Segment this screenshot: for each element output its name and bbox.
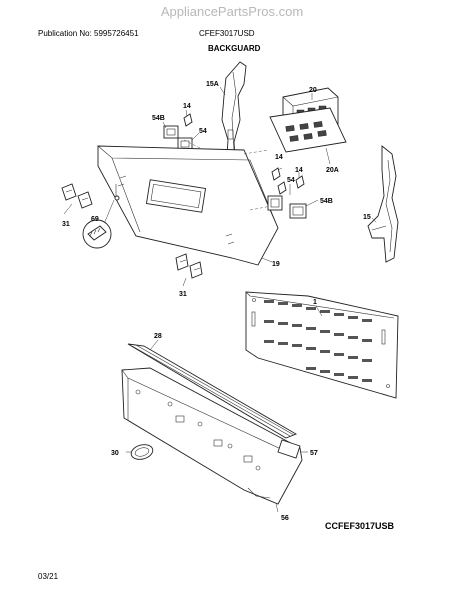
model-number: CFEF3017USD — [199, 29, 255, 38]
callout-labels: 15A 14 54B 54 20 20A 14 14 54 54B 15 69 … — [62, 81, 371, 522]
callout-15: 15 — [363, 214, 371, 221]
callout-69: 69 — [91, 216, 99, 223]
part-30-grommet — [126, 444, 154, 460]
callout-14-right-a: 14 — [275, 154, 283, 161]
part-56-lower-bracket — [121, 367, 308, 513]
part-15-endcap — [367, 145, 399, 263]
callout-31-lower: 31 — [179, 291, 187, 298]
page-date: 03/21 — [38, 572, 59, 581]
publication-number: Publication No: 5995726451 — [38, 29, 139, 38]
callout-15a: 15A — [206, 81, 219, 88]
part-20a-overlay — [269, 107, 347, 165]
callout-30: 30 — [111, 450, 119, 457]
callout-54-upper-left: 54 — [199, 128, 207, 135]
part-31-knobs-lower — [175, 253, 203, 287]
callout-28: 28 — [154, 333, 162, 340]
watermark-text: AppliancePartsPros.com — [160, 4, 304, 19]
callout-54-right: 54 — [287, 177, 295, 184]
part-31-knobs-upper — [61, 183, 93, 215]
callout-19: 19 — [272, 261, 280, 268]
callout-54b-upper-left: 54B — [152, 115, 165, 122]
section-title: BACKGUARD — [208, 44, 261, 53]
part-69-screw — [82, 184, 120, 249]
callout-14-upper-left: 14 — [183, 103, 191, 110]
part-1-rear-panel — [245, 291, 399, 399]
part-left-upper-switches — [162, 109, 200, 151]
callout-31-upper: 31 — [62, 221, 70, 228]
callout-20: 20 — [309, 87, 317, 94]
callout-56: 56 — [281, 515, 289, 522]
callout-1: 1 — [313, 299, 317, 306]
drawing-code: CCFEF3017USB — [325, 521, 395, 531]
part-28-trim-strip — [127, 339, 298, 439]
callout-54b-right: 54B — [320, 198, 333, 205]
callout-20a: 20A — [326, 167, 339, 174]
part-19-backguard-panel — [97, 139, 283, 266]
callout-14-right-b: 14 — [295, 167, 303, 174]
callout-57: 57 — [310, 450, 318, 457]
part-right-switches — [267, 167, 319, 219]
